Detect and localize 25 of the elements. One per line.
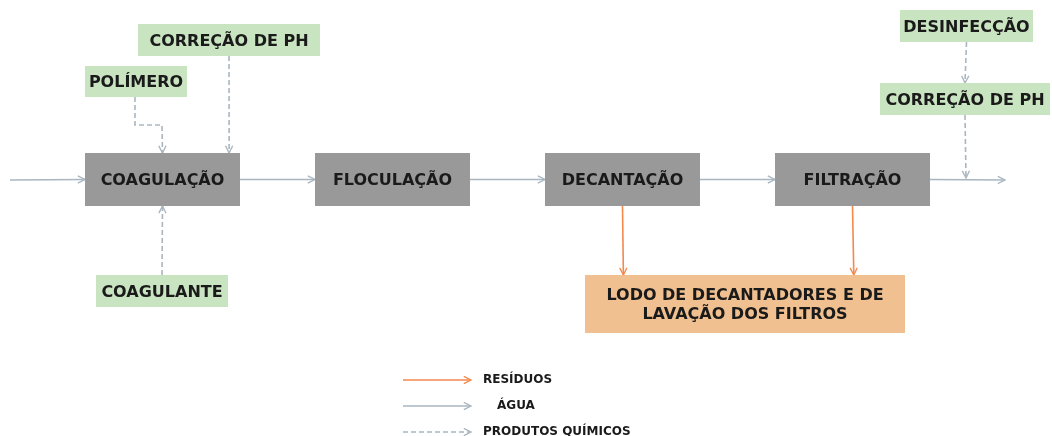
process-box: DECANTAÇÃO	[545, 153, 700, 206]
arrow	[134, 96, 167, 154]
chemical-box: CORREÇÃO DE PH	[138, 24, 320, 56]
arrow	[849, 205, 858, 276]
process-box: FLOCULAÇÃO	[315, 153, 470, 206]
arrow	[9, 175, 86, 184]
arrow	[699, 175, 776, 184]
chemical-box: DESINFECÇÃO	[900, 10, 1033, 42]
arrow	[961, 41, 970, 84]
chemical-box: POLÍMERO	[85, 66, 187, 97]
chemical-box: COAGULANTE	[96, 275, 228, 307]
legend-text: ÁGUA	[497, 398, 535, 412]
process-box: FILTRAÇÃO	[775, 153, 930, 206]
arrow	[158, 205, 167, 276]
arrow	[929, 175, 1006, 185]
process-box: COAGULAÇÃO	[85, 153, 240, 206]
arrow	[239, 175, 316, 184]
legend-text: PRODUTOS QUÍMICOS	[483, 424, 631, 436]
arrow	[224, 55, 234, 154]
arrow	[961, 114, 971, 179]
sludge-box: LODO DE DECANTADORES E DE LAVAÇÃO DOS FILTROS	[585, 275, 905, 333]
chemical-box: CORREÇÃO DE PH	[880, 83, 1050, 115]
arrow	[619, 205, 628, 276]
legend-text: RESÍDUOS	[483, 372, 553, 386]
arrow	[469, 175, 546, 184]
